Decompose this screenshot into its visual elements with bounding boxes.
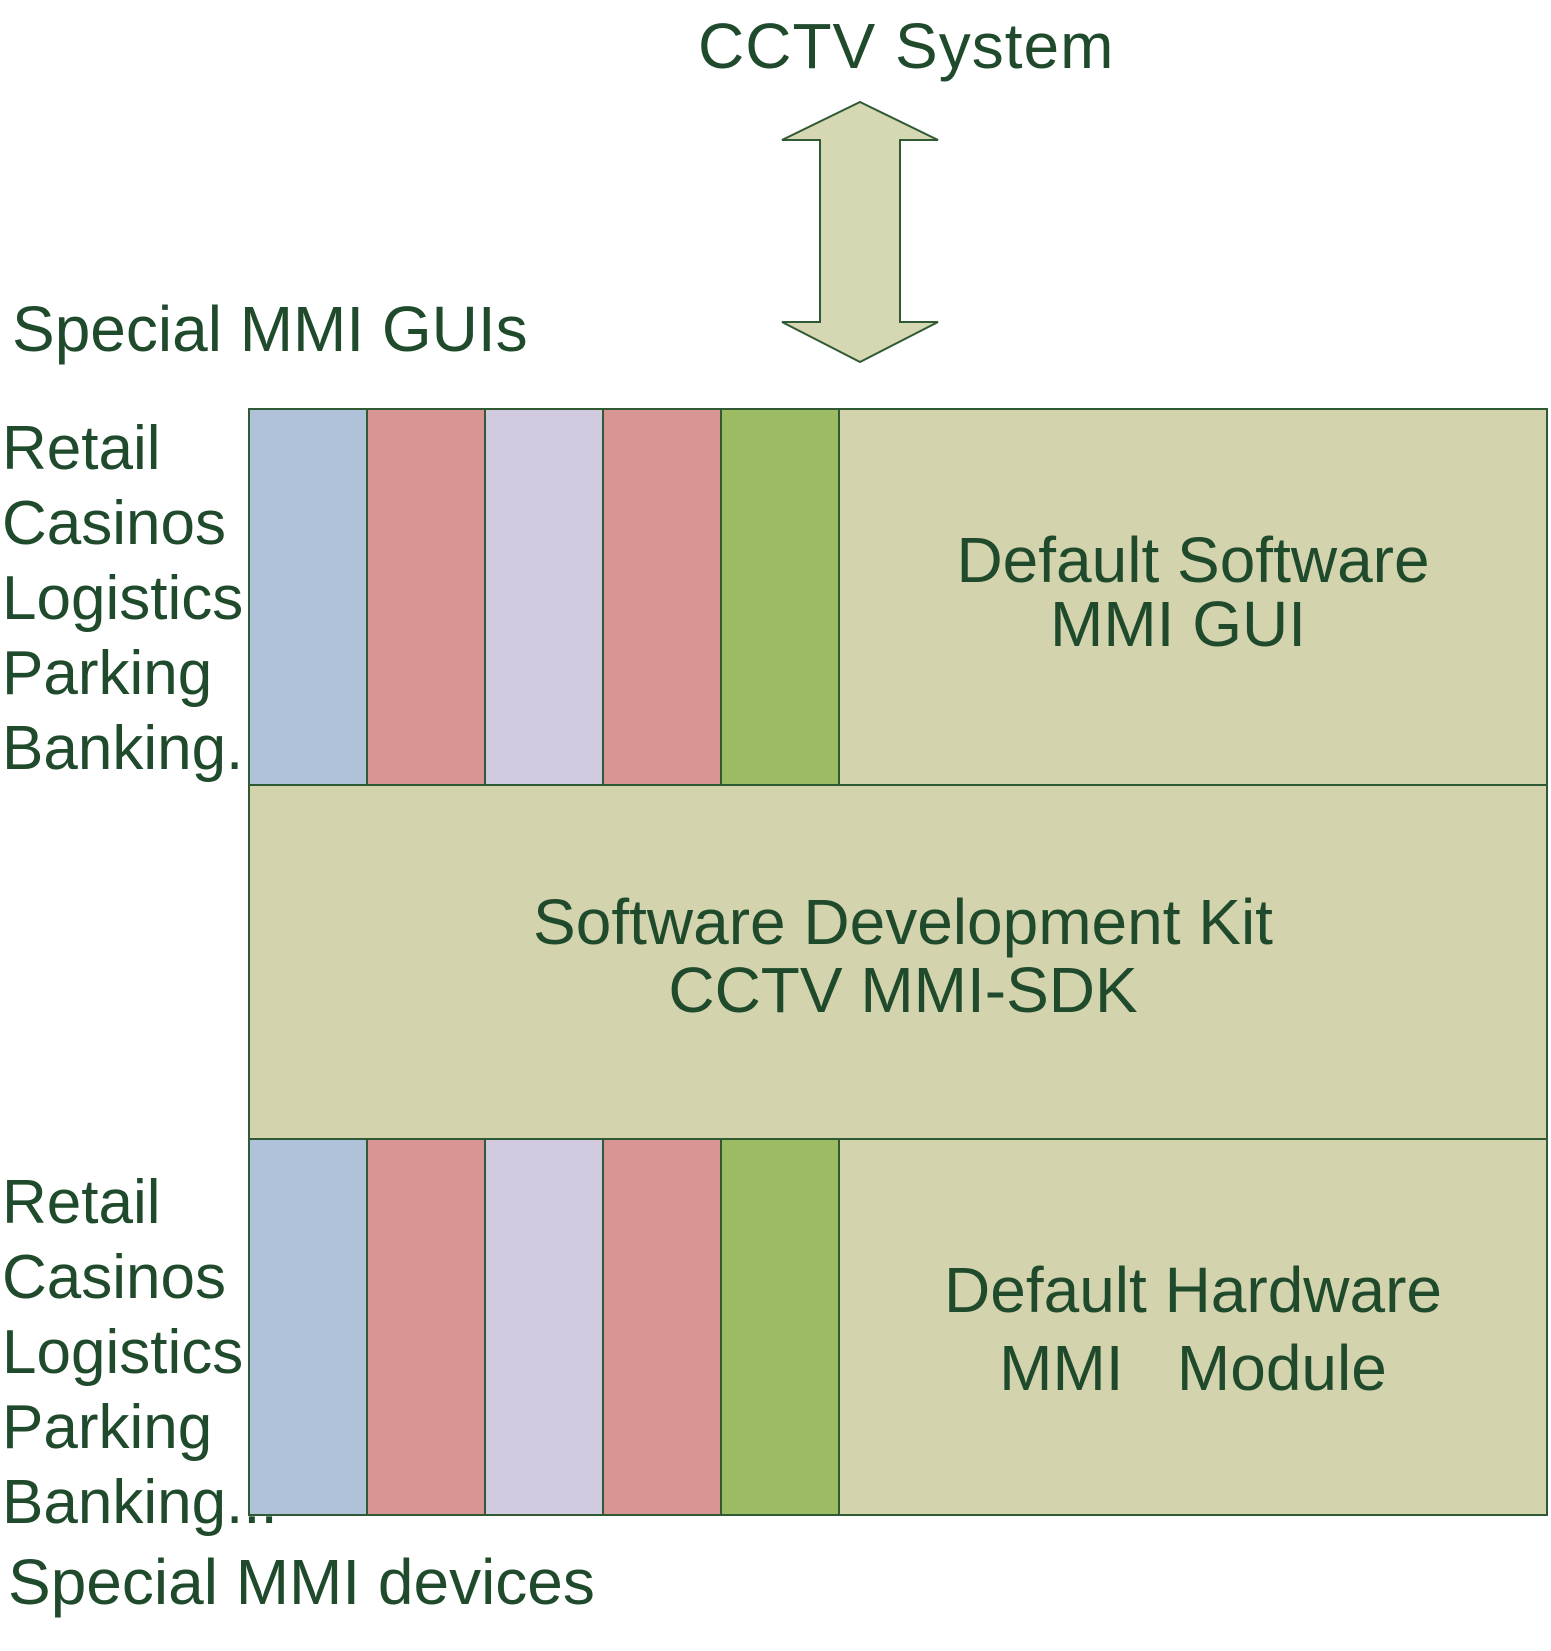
device-strip-retail — [248, 1138, 368, 1516]
gui-strip-banking — [720, 408, 840, 786]
sdk-line2: CCTV MMI-SDK — [668, 954, 1138, 1026]
category-casinos: Casinos — [2, 1243, 226, 1312]
default-software-line1: Default Software — [956, 524, 1430, 596]
gui-strip-retail — [248, 408, 368, 786]
category-logistics: Logistics — [2, 564, 244, 633]
device-section-label: Special MMI devices — [8, 1546, 595, 1618]
device-strip-banking — [720, 1138, 840, 1516]
category-banking: Banking... — [2, 714, 278, 783]
category-retail: Retail — [2, 414, 161, 483]
sdk-line1: Software Development Kit — [533, 886, 1273, 958]
gui-section-label: Special MMI GUIs — [12, 293, 528, 365]
category-parking: Parking — [2, 1393, 213, 1462]
default-hardware-line1: Default Hardware — [944, 1254, 1442, 1326]
default-software-block: Default Software MMI GUI — [838, 408, 1548, 786]
default-software-line2: MMI GUI — [1050, 588, 1306, 660]
category-logistics: Logistics — [2, 1318, 244, 1387]
category-retail: Retail — [2, 1168, 161, 1237]
category-banking: Banking... — [2, 1468, 278, 1537]
default-hardware-block: Default Hardware MMI Module — [838, 1138, 1548, 1516]
device-strip-logistics — [484, 1138, 604, 1516]
sdk-block: Software Development Kit CCTV MMI-SDK — [248, 784, 1548, 1140]
cctv-system-title: CCTV System — [698, 10, 1115, 82]
bidirectional-arrow-icon — [781, 100, 939, 364]
device-strip-parking — [602, 1138, 722, 1516]
gui-strip-casinos — [366, 408, 486, 786]
gui-strip-parking — [602, 408, 722, 786]
default-hardware-line2: MMI Module — [999, 1332, 1387, 1404]
category-casinos: Casinos — [2, 489, 226, 558]
category-parking: Parking — [2, 639, 213, 708]
gui-strip-logistics — [484, 408, 604, 786]
device-strip-casinos — [366, 1138, 486, 1516]
